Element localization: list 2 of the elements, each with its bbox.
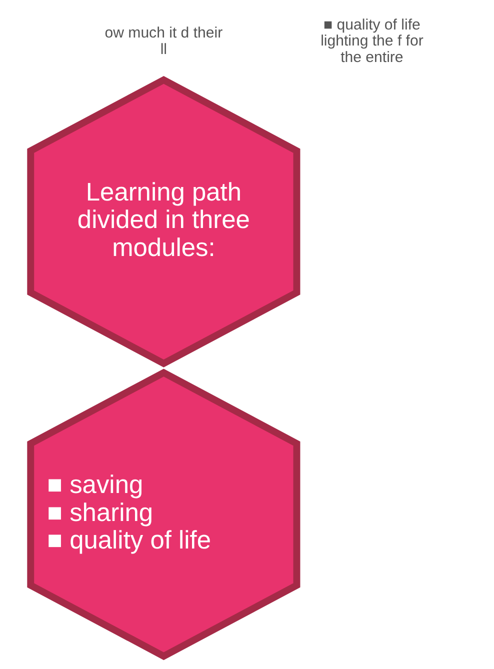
label: ow much it d their ll (104, 24, 223, 58)
label: ■ quality of life lighting the f for the entire (320, 16, 424, 66)
